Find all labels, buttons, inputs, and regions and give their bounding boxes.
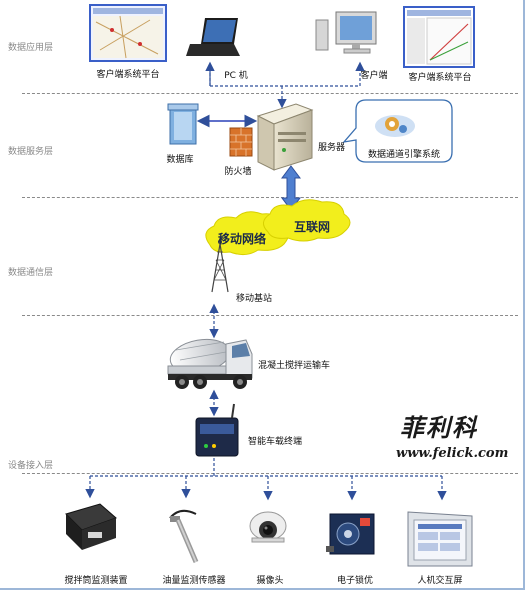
watermark-url: www.felick.com [396, 446, 509, 461]
caption-ecu: 电子锁优 [336, 576, 374, 586]
caption-client: 客户端 [360, 71, 388, 81]
base-station-tower-image [211, 240, 229, 293]
engine-callout-image [342, 99, 453, 163]
watermark-brand: 菲利科 [400, 413, 478, 442]
drum-monitor-device-image [65, 503, 117, 550]
client-desktop-image [315, 11, 377, 54]
layer-label-application: 数据应用层 [8, 43, 54, 53]
camera-device-image [249, 511, 287, 543]
layer-separator [22, 315, 518, 316]
internet-cloud [263, 199, 351, 242]
caption-oil-sensor: 油量监测传感器 [162, 576, 226, 586]
caption-server: 服务器 [318, 143, 346, 153]
caption-mobile-network: 移动网络 [218, 232, 267, 246]
frame-right-edge [523, 0, 525, 590]
frame-bottom-edge [0, 588, 525, 590]
vehicle-terminal-image [195, 403, 239, 457]
database-image [167, 103, 199, 145]
caption-terminal: 智能车载终端 [248, 437, 303, 447]
caption-pc: PC 机 [224, 71, 248, 81]
caption-engine: 数据通道引擎系统 [367, 150, 441, 160]
client-platform-right-image [403, 6, 475, 68]
hmi-device-image [407, 511, 473, 567]
pc-laptop-image [186, 18, 240, 56]
caption-firewall: 防火墙 [224, 167, 252, 177]
layer-separator [22, 197, 518, 198]
layer-label-device-access: 设备接入层 [8, 461, 54, 471]
caption-hmi: 人机交互屏 [417, 576, 463, 586]
caption-client-platform-right: 客户端系统平台 [408, 73, 472, 83]
caption-base-station: 移动基站 [236, 294, 273, 304]
layer-label-service: 数据服务层 [8, 147, 54, 157]
layer-separator [22, 473, 518, 474]
oil-sensor-device-image [169, 509, 199, 563]
layer-separator [22, 93, 518, 94]
ecu-device-image [326, 513, 375, 555]
caption-drum-monitor: 搅拌筒监测装置 [64, 576, 128, 586]
caption-camera: 摄像头 [256, 576, 284, 586]
client-platform-left-image [89, 4, 167, 62]
mixer-truck-image [167, 338, 253, 389]
layer-label-communication: 数据通信层 [8, 268, 54, 278]
caption-truck: 混凝土搅拌运输车 [258, 361, 331, 371]
caption-database: 数据库 [166, 155, 194, 165]
firewall-image [229, 127, 253, 157]
caption-client-platform-left: 客户端系统平台 [96, 70, 160, 80]
caption-internet: 互联网 [294, 220, 331, 234]
server-image [256, 103, 314, 171]
